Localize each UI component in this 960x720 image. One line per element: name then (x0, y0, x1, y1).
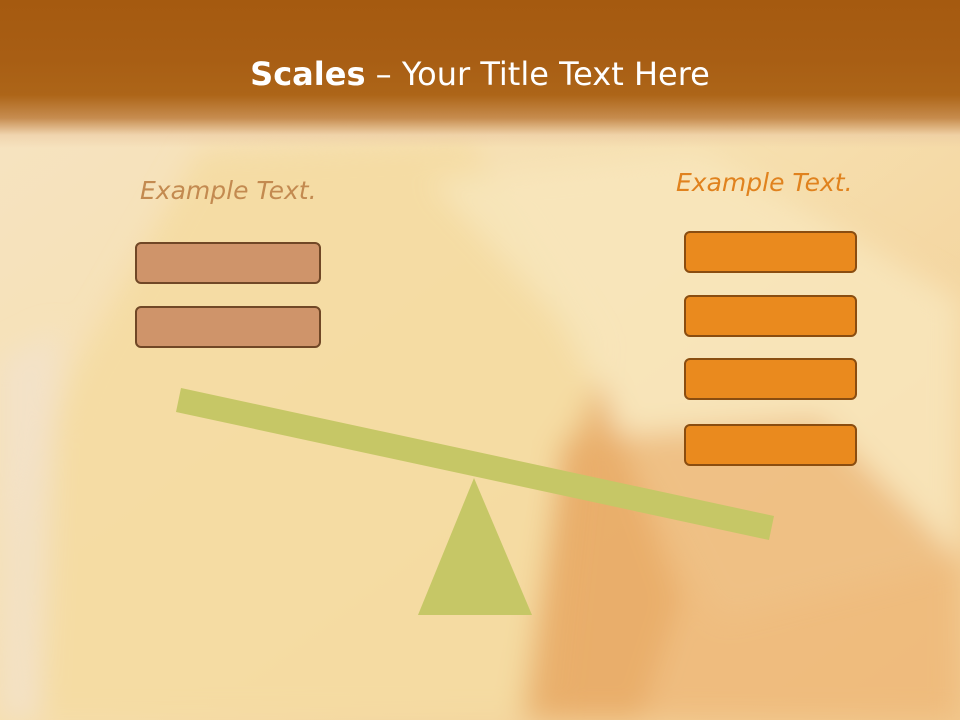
title-bold-part: Scales (250, 55, 366, 93)
title-bar (0, 0, 960, 148)
right-caption[interactable]: Example Text. (676, 168, 853, 197)
right-weight-box-1[interactable] (684, 231, 857, 273)
left-weight-box-1[interactable] (135, 242, 321, 284)
right-weight-box-3[interactable] (684, 358, 857, 400)
left-caption[interactable]: Example Text. (140, 176, 317, 205)
scale-beam[interactable] (176, 388, 774, 540)
left-weight-box-2[interactable] (135, 306, 321, 348)
slide-title[interactable]: Scales – Your Title Text Here (0, 52, 960, 96)
right-weight-box-4[interactable] (684, 424, 857, 466)
title-rest-part: – Your Title Text Here (365, 55, 710, 93)
scale-fulcrum[interactable] (418, 478, 532, 615)
right-weight-box-2[interactable] (684, 295, 857, 337)
